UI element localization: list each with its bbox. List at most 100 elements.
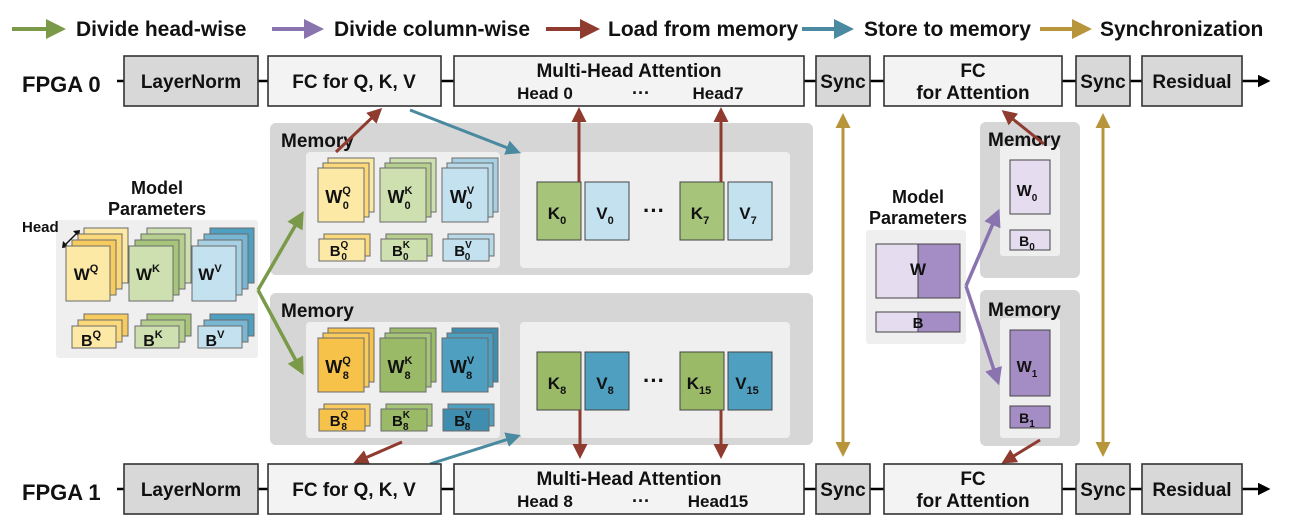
v-label: V7 (739, 204, 756, 227)
ellipsis: ··· (643, 198, 665, 223)
fc-attention-block (883, 55, 1063, 107)
ellipsis: ··· (643, 368, 665, 393)
head-label: Head7 (692, 84, 743, 103)
block-label: FC for Q, K, V (292, 480, 416, 501)
memory-title: Memory (988, 130, 1061, 151)
bk-stack: BK (134, 313, 192, 350)
bq-label: BQ (81, 329, 102, 350)
memory-title: Memory (281, 131, 354, 152)
kv-cache-bottom: K8 V8 ··· K15 V15 (536, 351, 773, 411)
b-label: B (913, 315, 924, 332)
w-label: W (910, 260, 927, 279)
block-label: LayerNorm (141, 480, 241, 501)
k-block (536, 181, 582, 241)
w-right-half (917, 243, 961, 299)
v-block (584, 351, 630, 411)
params-title: Model (892, 187, 944, 207)
k-label: K8 (548, 374, 566, 397)
left-model-parameters: Model Parameters Head WQ WK W (22, 178, 258, 358)
legend-label: Load from memory (608, 18, 799, 41)
head-label: Head 8 (517, 492, 573, 511)
sync-block (1075, 55, 1131, 107)
mha-title: Multi-Head Attention (536, 469, 721, 490)
legend-label: Store to memory (864, 18, 1031, 41)
params-title: Parameters (869, 208, 967, 228)
w0-label: W0 (1017, 183, 1038, 204)
params-title: Parameters (108, 199, 206, 219)
wk-label: WK (136, 263, 160, 284)
v-label: V15 (735, 374, 759, 397)
sync-block (1075, 463, 1131, 515)
k-block (679, 181, 725, 241)
head-label: Head15 (688, 492, 748, 511)
bv-stack: BV (197, 313, 255, 350)
sync-arrows (835, 113, 1111, 457)
legend-item-synchronization: Synchronization (1040, 18, 1263, 41)
residual-block (1141, 55, 1243, 107)
block-label: FC for Q, K, V (292, 72, 416, 93)
block-label: for Attention (916, 491, 1029, 512)
k-label: K0 (548, 204, 566, 227)
block-label: for Attention (916, 83, 1029, 104)
fc-qkv-block (267, 55, 442, 107)
v-block (584, 181, 630, 241)
fpga-label: FPGA 1 (22, 480, 101, 505)
params-title: Model (131, 178, 183, 198)
wv-label: WV (198, 263, 222, 284)
ellipsis: ··· (632, 491, 650, 511)
legend-item-store-to-memory: Store to memory (802, 18, 1031, 41)
memory-title: Memory (988, 300, 1061, 321)
b1-label: B1 (1019, 410, 1035, 430)
fpga1-pipeline: FPGA 1 LayerNorm FC for Q, K, V Multi-He… (22, 463, 1271, 515)
legend-label: Divide head-wise (76, 18, 246, 41)
w0-block (1009, 159, 1051, 215)
b1-block (1009, 405, 1051, 429)
wq-label: WQ (74, 263, 99, 284)
legend-item-load-from-memory: Load from memory (546, 18, 799, 41)
block-label: Sync (820, 72, 866, 93)
sync-block (815, 463, 871, 515)
sync-block (815, 55, 871, 107)
bv-label: BV (206, 329, 226, 350)
residual-block (1141, 463, 1243, 515)
layernorm-block (123, 55, 259, 107)
legend-item-divide-head-wise: Divide head-wise (12, 18, 246, 41)
fpga-label: FPGA 0 (22, 72, 101, 97)
v-block (727, 351, 773, 411)
layernorm-block (123, 463, 259, 515)
mha-title: Multi-Head Attention (536, 61, 721, 82)
block-label: FC (960, 61, 986, 82)
legend-label: Divide column-wise (334, 18, 530, 41)
bq-stack: BQ (71, 313, 129, 350)
b0-block (1009, 229, 1051, 251)
block-label: Sync (820, 480, 866, 501)
wq-stack: WQ (65, 227, 129, 302)
memory-right-bottom-contents: W1 B1 (1009, 329, 1051, 430)
divide-column-wise-arrows (964, 208, 1002, 386)
right-model-parameters: Model Parameters W B (866, 187, 967, 344)
block-label: LayerNorm (141, 72, 241, 93)
legend-item-divide-column-wise: Divide column-wise (272, 18, 530, 41)
w1-label: W1 (1017, 359, 1038, 380)
store-arrows (409, 108, 521, 466)
mha-block (453, 463, 805, 515)
wk-stack: WK (128, 227, 192, 302)
wv-stack: WV (191, 227, 255, 302)
head-label: Head 0 (517, 84, 573, 103)
v-label: V0 (596, 204, 613, 227)
